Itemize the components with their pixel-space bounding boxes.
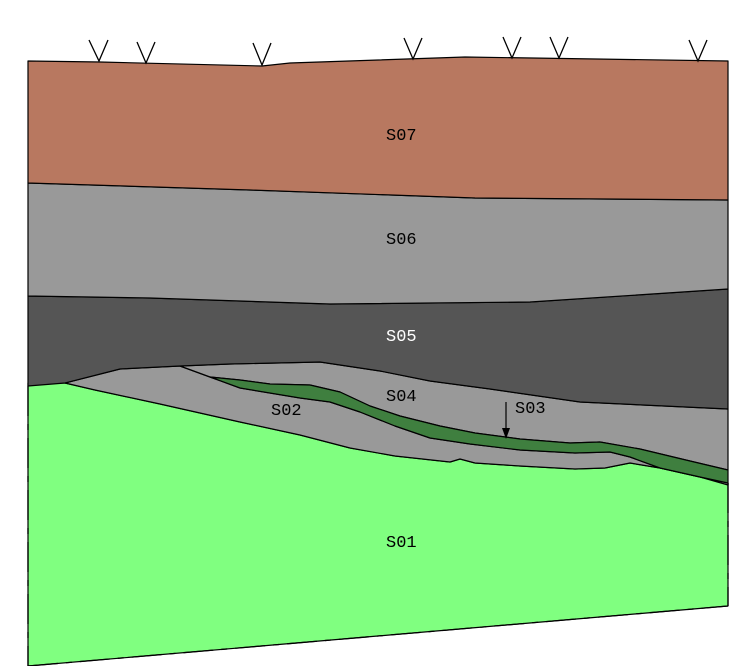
surface-marker-icon bbox=[403, 37, 423, 61]
label-s07: S07 bbox=[386, 127, 417, 146]
label-s06: S06 bbox=[386, 231, 417, 250]
layer-s07 bbox=[27, 56, 729, 201]
surface-marker-icon bbox=[502, 36, 522, 60]
s03-leader bbox=[502, 402, 510, 439]
surface-marker-icon bbox=[688, 39, 708, 63]
layer-s06 bbox=[27, 182, 729, 305]
label-s05: S05 bbox=[386, 328, 417, 347]
label-s02: S02 bbox=[271, 402, 302, 421]
surface-marker-icon bbox=[549, 36, 569, 60]
surface-marker-icon bbox=[88, 39, 109, 63]
surface-marker-icon bbox=[136, 41, 156, 65]
label-s01: S01 bbox=[386, 534, 417, 553]
layer-s03 bbox=[209, 376, 729, 484]
label-s03: S03 bbox=[515, 400, 546, 419]
label-s04: S04 bbox=[386, 388, 417, 407]
surface-marker-icon bbox=[252, 42, 272, 67]
surface-markers bbox=[88, 36, 708, 67]
bottom-boundary bbox=[27, 605, 729, 666]
